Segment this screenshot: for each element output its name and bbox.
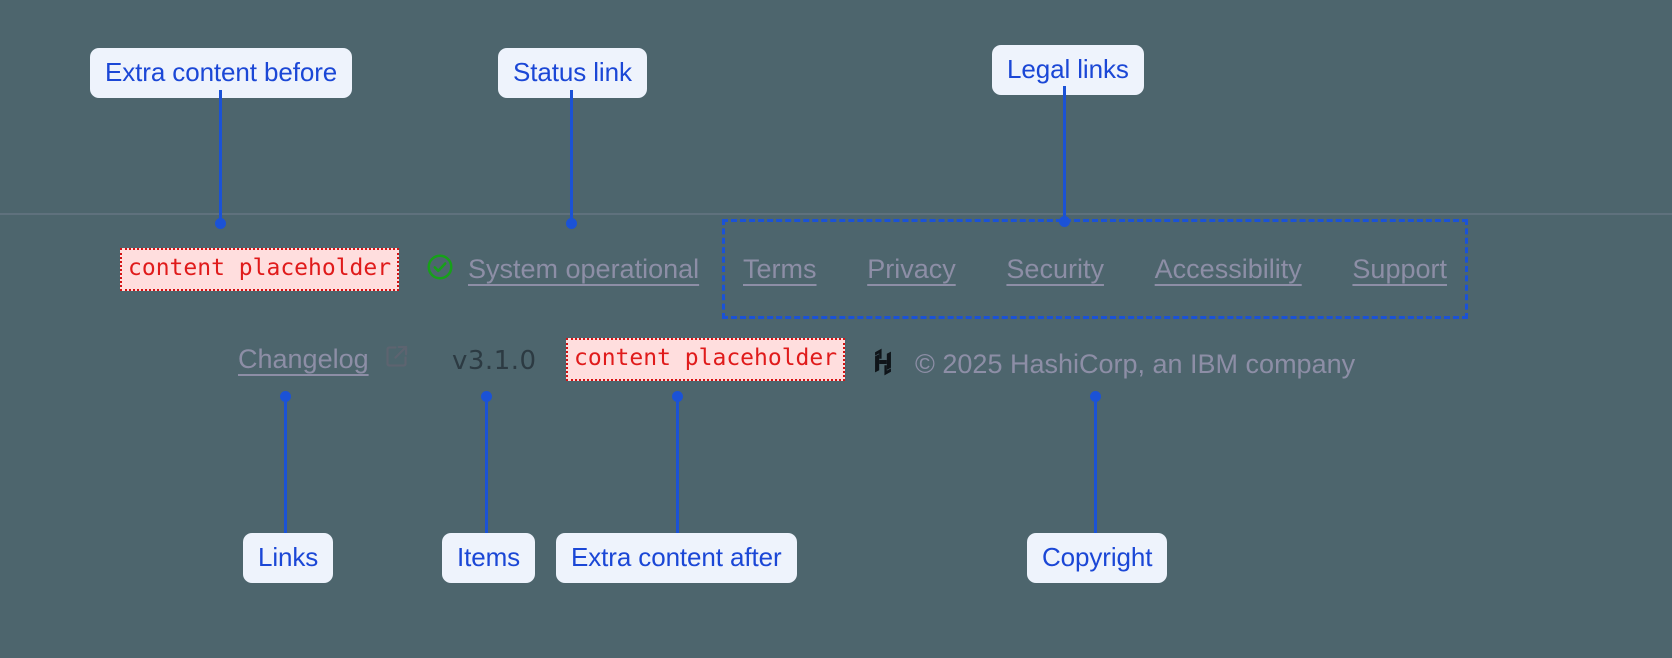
leader-line-status bbox=[570, 90, 573, 227]
hashicorp-logo-icon bbox=[866, 345, 900, 384]
changelog-label: Changelog bbox=[238, 343, 369, 374]
legal-link-privacy[interactable]: Privacy bbox=[867, 253, 956, 284]
callout-copyright: Copyright bbox=[1027, 533, 1168, 583]
leader-line-items bbox=[485, 396, 488, 533]
extra-content-before-placeholder: content placeholder bbox=[120, 248, 400, 292]
leader-line-links bbox=[284, 396, 287, 533]
callout-extra-content-before: Extra content before bbox=[90, 48, 353, 98]
callout-status-link: Status link bbox=[498, 48, 647, 98]
external-link-icon bbox=[383, 343, 410, 375]
check-circle-icon bbox=[425, 252, 455, 287]
status-link[interactable]: System operational bbox=[425, 252, 699, 287]
legal-link-accessibility[interactable]: Accessibility bbox=[1154, 253, 1302, 284]
callout-extra-content-after: Extra content after bbox=[556, 533, 797, 583]
legal-link-support[interactable]: Support bbox=[1352, 253, 1447, 284]
callout-links: Links bbox=[243, 533, 334, 583]
legal-links-group: Terms Privacy Security Accessibility Sup… bbox=[722, 219, 1468, 319]
callout-legal-links: Legal links bbox=[992, 45, 1144, 95]
legal-link-terms[interactable]: Terms bbox=[743, 253, 817, 284]
brand-copyright: © 2025 HashiCorp, an IBM company bbox=[866, 345, 1355, 384]
leader-line-extra-after bbox=[676, 396, 679, 533]
version-label: v3.1.0 bbox=[452, 346, 537, 376]
copyright-text: © 2025 HashiCorp, an IBM company bbox=[915, 349, 1356, 379]
changelog-link[interactable]: Changelog bbox=[238, 343, 410, 375]
leader-line-copyright bbox=[1094, 396, 1097, 533]
leader-line-legal bbox=[1063, 86, 1066, 222]
footer-top-divider bbox=[0, 213, 1672, 215]
extra-content-after-placeholder: content placeholder bbox=[566, 338, 846, 382]
callout-items: Items bbox=[442, 533, 536, 583]
legal-link-security[interactable]: Security bbox=[1006, 253, 1104, 284]
leader-dot-extra-before bbox=[215, 218, 226, 229]
leader-dot-status bbox=[566, 218, 577, 229]
leader-line-extra-before bbox=[219, 90, 222, 227]
background-band-top bbox=[0, 0, 1672, 214]
status-link-label: System operational bbox=[468, 254, 700, 284]
